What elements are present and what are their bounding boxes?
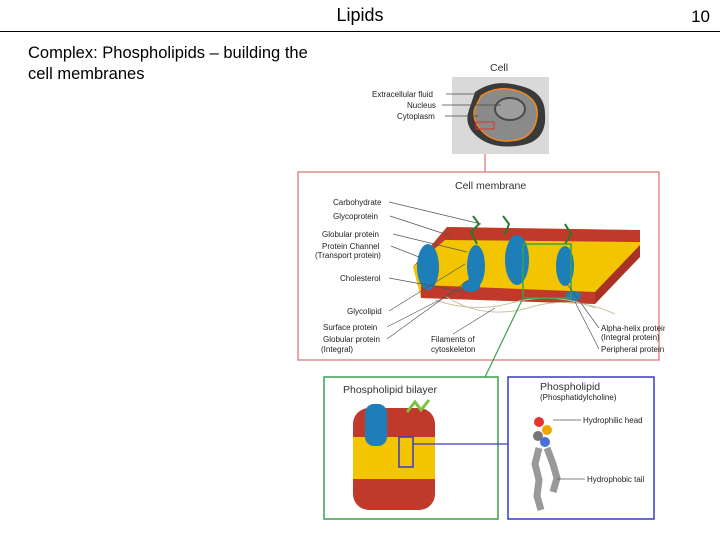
cell-membrane-diagram: Cell Extracellular fluid Nucleus Cytopla… bbox=[295, 52, 667, 522]
carbohydrate-chain bbox=[469, 215, 481, 245]
membrane-panel: Cell membrane Carbohydrate Glycoprotein … bbox=[297, 171, 667, 378]
cell-label-0: Extracellular fluid bbox=[372, 90, 433, 99]
membrane-heading: Cell membrane bbox=[455, 180, 526, 192]
membrane-leader bbox=[392, 233, 468, 253]
membrane-leader bbox=[388, 201, 482, 225]
phospholipid-frame bbox=[507, 376, 655, 520]
cell-label-1: Nucleus bbox=[407, 101, 436, 110]
phospholipid-heading: Phospholipid bbox=[540, 381, 600, 393]
membrane-right-label-2: Peripheral protein bbox=[601, 345, 664, 354]
bilayer-carbohydrate bbox=[405, 399, 431, 413]
membrane-label-4: (Transport protein) bbox=[315, 251, 381, 260]
membrane-label-9: (Integral) bbox=[321, 345, 353, 354]
membrane-label-0: Carbohydrate bbox=[333, 198, 382, 207]
tail-chain bbox=[543, 446, 561, 493]
bilayer-connector bbox=[484, 297, 524, 378]
slide-title: Lipids bbox=[336, 5, 384, 25]
cell-heading: Cell bbox=[490, 62, 508, 74]
membrane-label-1: Glycoprotein bbox=[333, 212, 378, 221]
head-atom bbox=[542, 425, 552, 435]
membrane-label-5: Cholesterol bbox=[340, 274, 381, 283]
page-number: 10 bbox=[691, 7, 710, 26]
head-label: Hydrophilic head bbox=[583, 416, 643, 425]
surface-protein bbox=[462, 280, 480, 292]
membrane-leader bbox=[386, 277, 472, 340]
membrane-label-7: Surface protein bbox=[323, 323, 377, 332]
membrane-outer-heads bbox=[413, 227, 640, 267]
protein-channel bbox=[417, 244, 439, 290]
globular-protein bbox=[467, 245, 485, 287]
membrane-leader bbox=[388, 263, 466, 312]
bilayer-panel: Phospholipid bilayer bbox=[323, 376, 523, 520]
bilayer-zoom-box bbox=[398, 436, 414, 468]
head-atom bbox=[534, 417, 544, 427]
head-atom bbox=[540, 437, 550, 447]
cytoskeleton-label-line1: Filaments of bbox=[431, 335, 475, 344]
membrane-label-3: Protein Channel bbox=[322, 242, 380, 251]
slide-subtitle: Complex: Phospholipids – building the ce… bbox=[28, 44, 308, 83]
nucleus-shape bbox=[494, 97, 526, 121]
membrane-right-label-1: (Integral protein) bbox=[601, 333, 660, 342]
membrane-leader bbox=[574, 301, 600, 350]
tail-chain bbox=[531, 447, 545, 511]
membrane-leader bbox=[388, 277, 466, 293]
membrane-leader bbox=[386, 287, 464, 328]
cell-panel: Cell Extracellular fluid Nucleus Cytopla… bbox=[372, 62, 549, 172]
phospholipid-subheading: (Phosphatidylcholine) bbox=[540, 393, 617, 402]
membrane-right-label-0: Alpha-helix protein bbox=[601, 324, 665, 333]
membrane-leader bbox=[566, 283, 600, 329]
cytoskeleton-filament bbox=[444, 295, 616, 315]
bilayer-tails bbox=[353, 437, 435, 479]
head-atom bbox=[533, 431, 543, 441]
carbohydrate-chain bbox=[502, 215, 511, 236]
membrane-label-2: Globular protein bbox=[322, 230, 379, 239]
membrane-leader bbox=[452, 307, 496, 335]
bilayer-heading: Phospholipid bilayer bbox=[343, 384, 437, 396]
membrane-label-6: Glycolipid bbox=[347, 307, 382, 316]
cytoskeleton-label-line2: cytoskeleton bbox=[431, 345, 475, 354]
cell-zoom-marker bbox=[475, 121, 495, 130]
diagram-canvas: Cell Extracellular fluid Nucleus Cytopla… bbox=[297, 62, 667, 520]
membrane-leader bbox=[389, 215, 452, 237]
cytoskeleton-filament bbox=[434, 297, 596, 309]
tail-label: Hydrophobic tail bbox=[587, 475, 645, 484]
membrane-label-8: Globular protein bbox=[323, 335, 380, 344]
carbohydrate-chain bbox=[564, 223, 573, 245]
cell-label-2: Cytoplasm bbox=[397, 112, 435, 121]
membrane-leader bbox=[390, 245, 420, 258]
title-divider bbox=[0, 31, 720, 32]
integral-protein bbox=[505, 235, 529, 285]
bilayer-zoom-box bbox=[522, 243, 572, 299]
bilayer-protein bbox=[365, 404, 387, 446]
membrane-side bbox=[595, 245, 640, 304]
phospholipid-panel: Phospholipid (Phosphatidylcholine) Hydro… bbox=[507, 376, 655, 520]
alpha-helix-protein bbox=[556, 246, 574, 286]
